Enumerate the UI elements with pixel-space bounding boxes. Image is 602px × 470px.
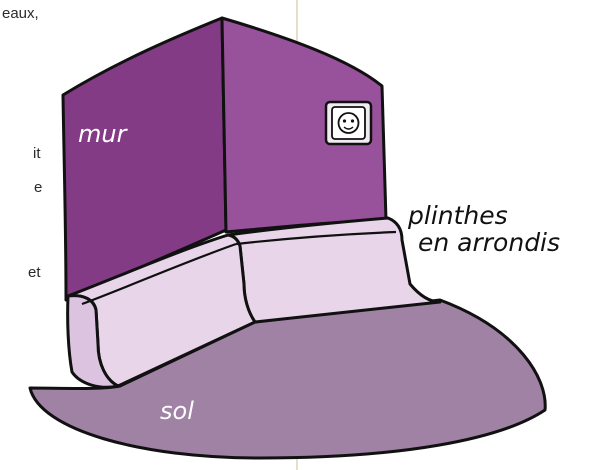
baseboard-right-edge bbox=[235, 230, 397, 246]
baseboard-right bbox=[226, 216, 442, 324]
text-fragment-2: it bbox=[33, 145, 41, 162]
label-baseboards-line2: en arrondis bbox=[418, 228, 560, 257]
power-outlet-icon bbox=[324, 100, 373, 146]
text-fragment-4: et bbox=[28, 264, 41, 281]
wall-right bbox=[220, 16, 388, 234]
baseboard-left-front bbox=[66, 294, 120, 389]
text-fragment-1: eaux, bbox=[2, 5, 39, 22]
label-floor: sol bbox=[160, 397, 194, 425]
baseboard-left-edge bbox=[81, 242, 237, 306]
label-baseboards-line1: plinthes bbox=[407, 201, 508, 230]
text-fragment-3: e bbox=[34, 179, 43, 196]
label-wall: mur bbox=[78, 120, 129, 148]
